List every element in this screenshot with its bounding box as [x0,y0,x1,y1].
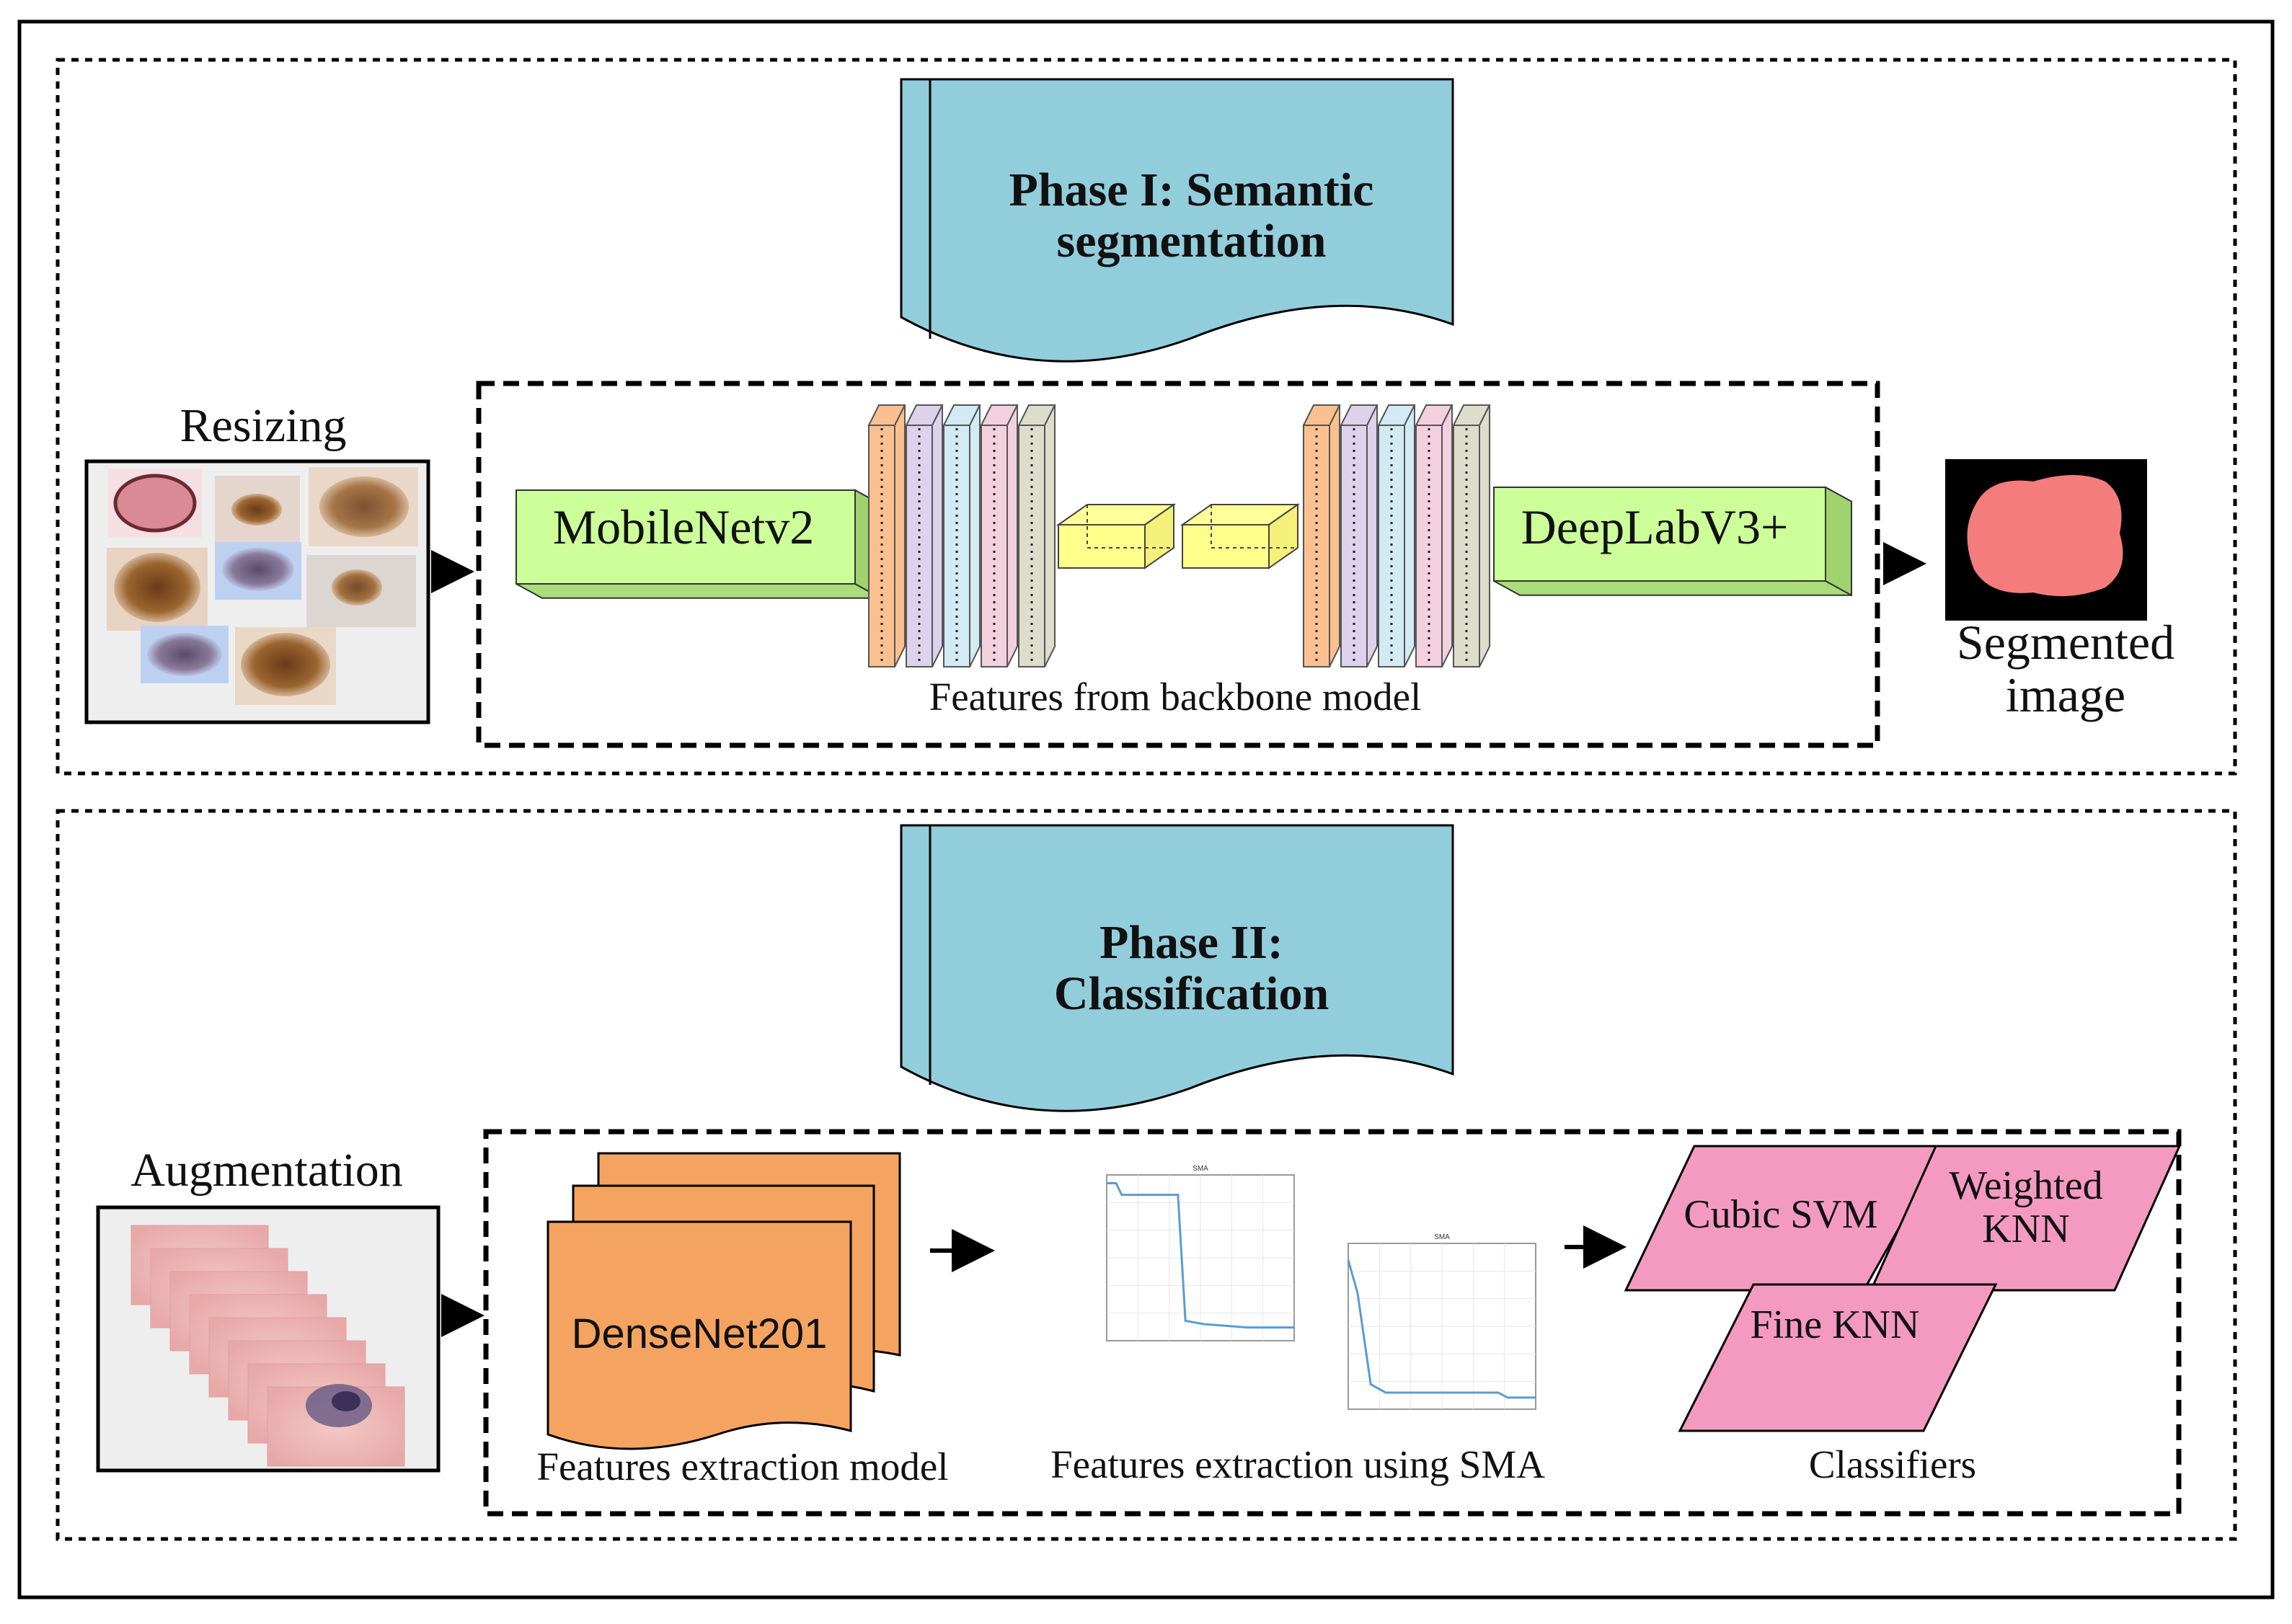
features-backbone-label: Features from backbone model [929,675,1422,719]
conv-layer-side [1366,404,1378,667]
phase2-container [56,809,2237,1541]
phase2-title-line1: Phase II: [1099,916,1283,969]
model-caption: Features extraction model [536,1445,949,1488]
classifier-shapes [1624,1145,2182,1432]
classifier-fine-knn-text: Fine KNN [1750,1303,1920,1347]
segmentation-mask [1967,475,2123,597]
classifier-weighted-knn-text: Weighted KNN [1949,1163,2103,1252]
conv-layer-side [932,404,943,667]
phase1-container [56,58,2237,776]
phase2-title: Phase II: Classification [930,917,1453,1020]
classifier-cubic-svm-label: Cubic SVM [1683,1192,1878,1237]
densenet-label: DenseNet201 [571,1310,828,1357]
phase1-title: Phase I: Semantic segmentation [930,164,1453,267]
phase2-title-line2: Classification [1053,967,1329,1021]
segmented-image-label: Segmented image [1903,616,2228,722]
sma-plot-1: SMA [1106,1165,1295,1341]
phase1-banner [900,78,1454,363]
densenet-stack [547,1152,901,1450]
conv-layer-side [1006,404,1018,667]
bottleneck-cube-2 [1180,503,1301,569]
resizing-label: Resizing [180,399,347,452]
conv-layer-side [894,404,906,667]
augmented-lesion-core [332,1391,360,1411]
classifier-weighted-knn-shape [1869,1145,2182,1292]
classifier-fine-knn-label: Fine KNN [1727,1303,1943,1346]
augmentation-label: Augmentation [130,1144,403,1197]
segmented-image-line1: Segmented [1956,615,2175,670]
sma-plot-2: SMA [1347,1233,1536,1410]
conv-layer-side [1441,404,1453,667]
sma-caption: Features extraction using SMA [1050,1442,1545,1486]
deeplab-block [1493,486,1852,597]
conv-layer-side [1479,404,1490,667]
phase1-title-line2: segmentation [1056,215,1327,268]
phase2-banner [900,824,1454,1112]
conv-layer-side [1404,404,1415,667]
conv-layer-side [969,404,981,667]
phase1-title-line1: Phase I: Semantic [1009,164,1374,216]
resized-images-panel [84,459,430,724]
bottleneck-cube-1 [1056,503,1177,569]
classification-pipeline-box [483,1129,2182,1517]
augmented-images-panel [96,1205,441,1473]
sma-plot-title: SMA [1434,1233,1450,1241]
classifiers-caption: Classifiers [1808,1442,1977,1486]
segmentation-network-box [476,381,1880,748]
classifier-weighted-knn-label: Weighted KNN [1903,1164,2149,1251]
conv-layer-side [1044,404,1056,667]
sma-plot-title: SMA [1193,1165,1208,1173]
segmented-image [1945,459,2147,621]
head-label: DeepLabV3+ [1521,500,1789,554]
flow-arrows [431,542,1926,1337]
encoder-conv-layers [867,404,1056,667]
classifier-fine-knn-shape [1678,1283,1998,1432]
segmented-image-line2: image [2005,667,2126,723]
decoder-conv-layers [1302,404,1491,667]
backbone-label: MobileNetv2 [552,500,815,554]
conv-layer-side [1329,404,1340,667]
